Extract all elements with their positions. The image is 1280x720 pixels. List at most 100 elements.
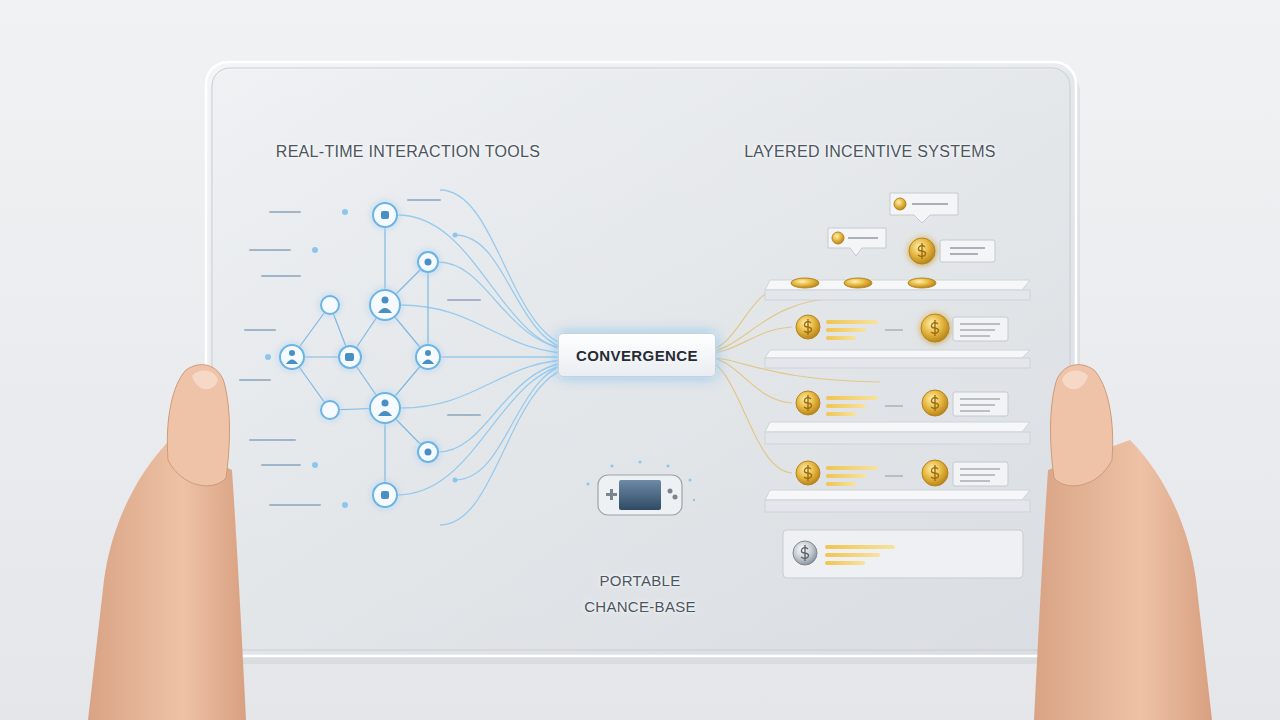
coin-large [909, 238, 935, 264]
dash [250, 439, 295, 441]
coin [922, 390, 948, 416]
shelf-top [765, 350, 1030, 358]
panel-line [960, 480, 990, 482]
glass-edge [212, 68, 1070, 650]
dot [342, 209, 348, 215]
user-body [422, 360, 434, 365]
glass-panel [206, 62, 1076, 656]
info-panel [953, 317, 1008, 341]
user-body [378, 308, 392, 313]
user-head [289, 350, 295, 356]
dot [312, 462, 318, 468]
dot [342, 502, 348, 508]
gold-bar [825, 545, 895, 549]
dash [262, 464, 300, 466]
speech-bubble [828, 228, 886, 256]
stream-line [440, 366, 580, 525]
network-node [280, 345, 304, 369]
gold-bar [826, 328, 866, 332]
small-dash [885, 405, 903, 407]
speech-bubble [890, 193, 958, 223]
dollar-glyph [931, 395, 939, 411]
data-dashes [240, 200, 480, 505]
small-dash [885, 329, 903, 331]
icon-square [381, 491, 389, 499]
coin-stack [908, 278, 936, 288]
gold-bar [826, 474, 866, 478]
dot [453, 233, 458, 238]
dollar-glyph [931, 465, 939, 481]
network-node [373, 203, 397, 227]
dollar-glyph [931, 320, 939, 336]
coin [796, 461, 820, 485]
user-head [382, 400, 389, 407]
network-node [418, 442, 438, 462]
console-button [668, 489, 673, 494]
shelf-front [765, 290, 1030, 300]
small-dash [885, 475, 903, 477]
stream-line [455, 362, 580, 480]
bubble-line [950, 247, 985, 249]
bubble-line [848, 237, 878, 239]
panel-line [960, 468, 1000, 470]
panel-line [960, 404, 995, 406]
dot [453, 478, 458, 483]
coin [796, 391, 820, 415]
sparkle [693, 499, 695, 501]
dash [448, 299, 480, 301]
left-thumb [167, 365, 229, 486]
panel-line [960, 335, 990, 337]
coin-small [832, 232, 844, 244]
network-node [416, 345, 440, 369]
gold-bar [826, 482, 856, 486]
dash [262, 275, 300, 277]
coin-small [894, 198, 906, 210]
gold-bar [826, 404, 866, 408]
console-screen [619, 480, 661, 510]
left-hand [88, 365, 246, 720]
right-thumb [1051, 365, 1113, 486]
right-nail [1062, 370, 1088, 389]
convergence-box: CONVERGENCE [558, 333, 716, 377]
panel-lines [960, 324, 1000, 481]
panel-line [960, 323, 1000, 325]
dot [265, 354, 271, 360]
shelf-front [765, 358, 1030, 368]
dash [408, 199, 440, 201]
shelf-front [765, 500, 1030, 512]
console-body [598, 475, 682, 515]
network-node [370, 290, 400, 320]
network-node [321, 401, 339, 419]
network-node [418, 252, 438, 272]
network-node [339, 346, 361, 368]
info-panel [953, 462, 1008, 486]
dollar-glyph [804, 395, 812, 411]
network-link [427, 262, 428, 357]
stream-line [397, 363, 580, 495]
section-heading: LAYERED INCENTIVE SYSTEMS [705, 141, 1035, 162]
stream-line [440, 190, 580, 348]
incentive-shelves [765, 280, 1030, 578]
dash [270, 211, 300, 213]
sparkle [587, 483, 590, 486]
data-dots [265, 209, 458, 508]
node-text: CONVERGENCE [576, 347, 698, 364]
info-tag [940, 240, 995, 262]
left-palm [88, 440, 246, 720]
panel-line [960, 474, 995, 476]
sparkle [689, 479, 692, 482]
user-head [382, 297, 389, 304]
dash [250, 249, 290, 251]
console-dpad [606, 489, 617, 500]
coin-silver [793, 541, 817, 565]
dot [312, 247, 318, 253]
coin [921, 314, 949, 342]
dash [240, 379, 270, 381]
panel-line [960, 398, 1000, 400]
dash [448, 414, 480, 416]
stream-line [397, 215, 580, 352]
user-head [425, 350, 431, 356]
gold-bar [826, 412, 856, 416]
right-hand [1034, 365, 1212, 720]
